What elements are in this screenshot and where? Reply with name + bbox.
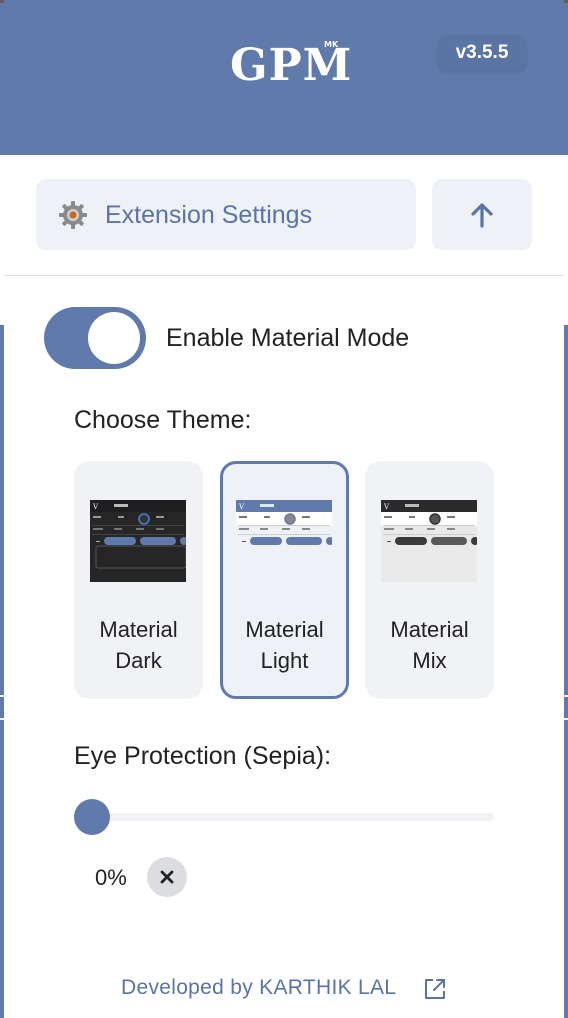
theme-label-material-mix: Material Mix xyxy=(390,617,469,673)
sepia-value: 0% xyxy=(95,865,127,890)
svg-text:V: V xyxy=(92,503,99,511)
close-icon xyxy=(160,870,174,884)
popup-header: GPM MK v3.5.5 xyxy=(4,0,564,155)
theme-label-material-light: Material Light xyxy=(245,617,324,673)
external-link-icon xyxy=(425,979,445,999)
arrow-up-icon xyxy=(471,203,493,228)
material-mode-toggle[interactable] xyxy=(44,307,146,369)
gear-icon xyxy=(59,201,87,229)
theme-label-material-dark: Material Dark xyxy=(99,617,178,673)
svg-text:V: V xyxy=(238,503,245,511)
theme-preview-light: V xyxy=(236,500,332,582)
section-divider xyxy=(4,275,564,276)
extension-settings-label: Extension Settings xyxy=(105,201,313,229)
eye-protection-heading: Eye Protection (Sepia): xyxy=(74,742,332,770)
material-mode-label: Enable Material Mode xyxy=(166,324,410,352)
logo-text: GPM xyxy=(230,40,353,91)
reset-sepia-button[interactable] xyxy=(147,857,187,897)
choose-theme-heading: Choose Theme: xyxy=(74,406,252,434)
theme-card-material-mix[interactable]: V Material Mix xyxy=(365,461,494,699)
developer-link[interactable]: Developed by KARTHIK LAL xyxy=(121,976,445,1004)
sepia-slider-track[interactable] xyxy=(74,813,494,821)
extension-popup: GPM MK v3.5.5 Extension Settings xyxy=(4,0,564,1018)
developer-link-text: Developed by KARTHIK LAL xyxy=(121,976,397,999)
theme-preview-dark: V xyxy=(90,500,186,582)
toggle-knob xyxy=(88,312,140,364)
scroll-up-button[interactable] xyxy=(432,179,532,250)
extension-settings-button[interactable]: Extension Settings xyxy=(36,179,416,250)
logo-mini-text: MK xyxy=(324,40,339,49)
svg-text:V: V xyxy=(383,503,390,511)
gpm-logo: GPM MK xyxy=(230,40,353,91)
sepia-slider-thumb[interactable] xyxy=(74,799,110,835)
theme-card-material-dark[interactable]: V Material Dark xyxy=(74,461,203,699)
theme-preview-mix: V xyxy=(381,500,477,582)
theme-card-material-light[interactable]: V Material Light xyxy=(220,461,349,699)
version-badge: v3.5.5 xyxy=(438,35,526,71)
